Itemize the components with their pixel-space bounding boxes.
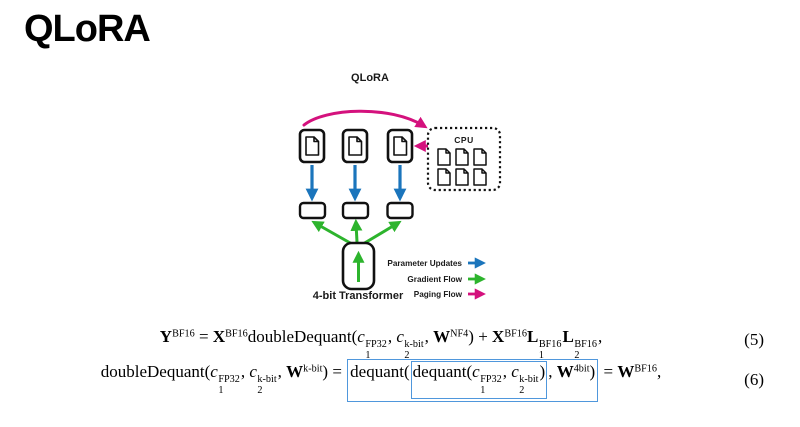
transformer-label: 4-bit Transformer xyxy=(313,290,404,302)
cpu-page-icons xyxy=(437,148,487,186)
legend-label-paging-flow: Paging Flow xyxy=(414,290,463,299)
weight-page-box-3 xyxy=(386,128,414,164)
legend-label-gradient-flow: Gradient Flow xyxy=(407,275,462,284)
slide-title: QLoRA xyxy=(24,8,151,50)
legend-label-parameter-updates: Parameter Updates xyxy=(387,259,462,268)
qlora-diagram: QLoRA CPU xyxy=(298,72,502,302)
gradient-flow-arrow-2 xyxy=(350,218,363,243)
paging-flow-curve-arrow xyxy=(302,109,428,129)
equation-5-number: (5) xyxy=(744,330,764,349)
diagram-title: QLoRA xyxy=(351,72,389,84)
weight-page-box-2 xyxy=(341,128,369,164)
page-icon xyxy=(393,136,408,156)
gradient-flow-arrow-1 xyxy=(311,220,353,246)
page-icon xyxy=(305,136,320,156)
gradient-flow-arrow-3 xyxy=(362,220,402,246)
page-icon xyxy=(348,136,363,156)
weight-page-box-1 xyxy=(298,128,326,164)
transformer-box xyxy=(341,241,376,291)
cpu-label: CPU xyxy=(454,135,473,145)
cpu-box: CPU xyxy=(426,126,502,192)
adapter-box-1 xyxy=(298,201,327,220)
equation-6-number: (6) xyxy=(744,370,764,389)
adapter-box-2 xyxy=(341,201,370,220)
legend: Parameter Updates Gradient Flow Paging F… xyxy=(387,257,486,300)
adapter-box-3 xyxy=(386,201,414,220)
